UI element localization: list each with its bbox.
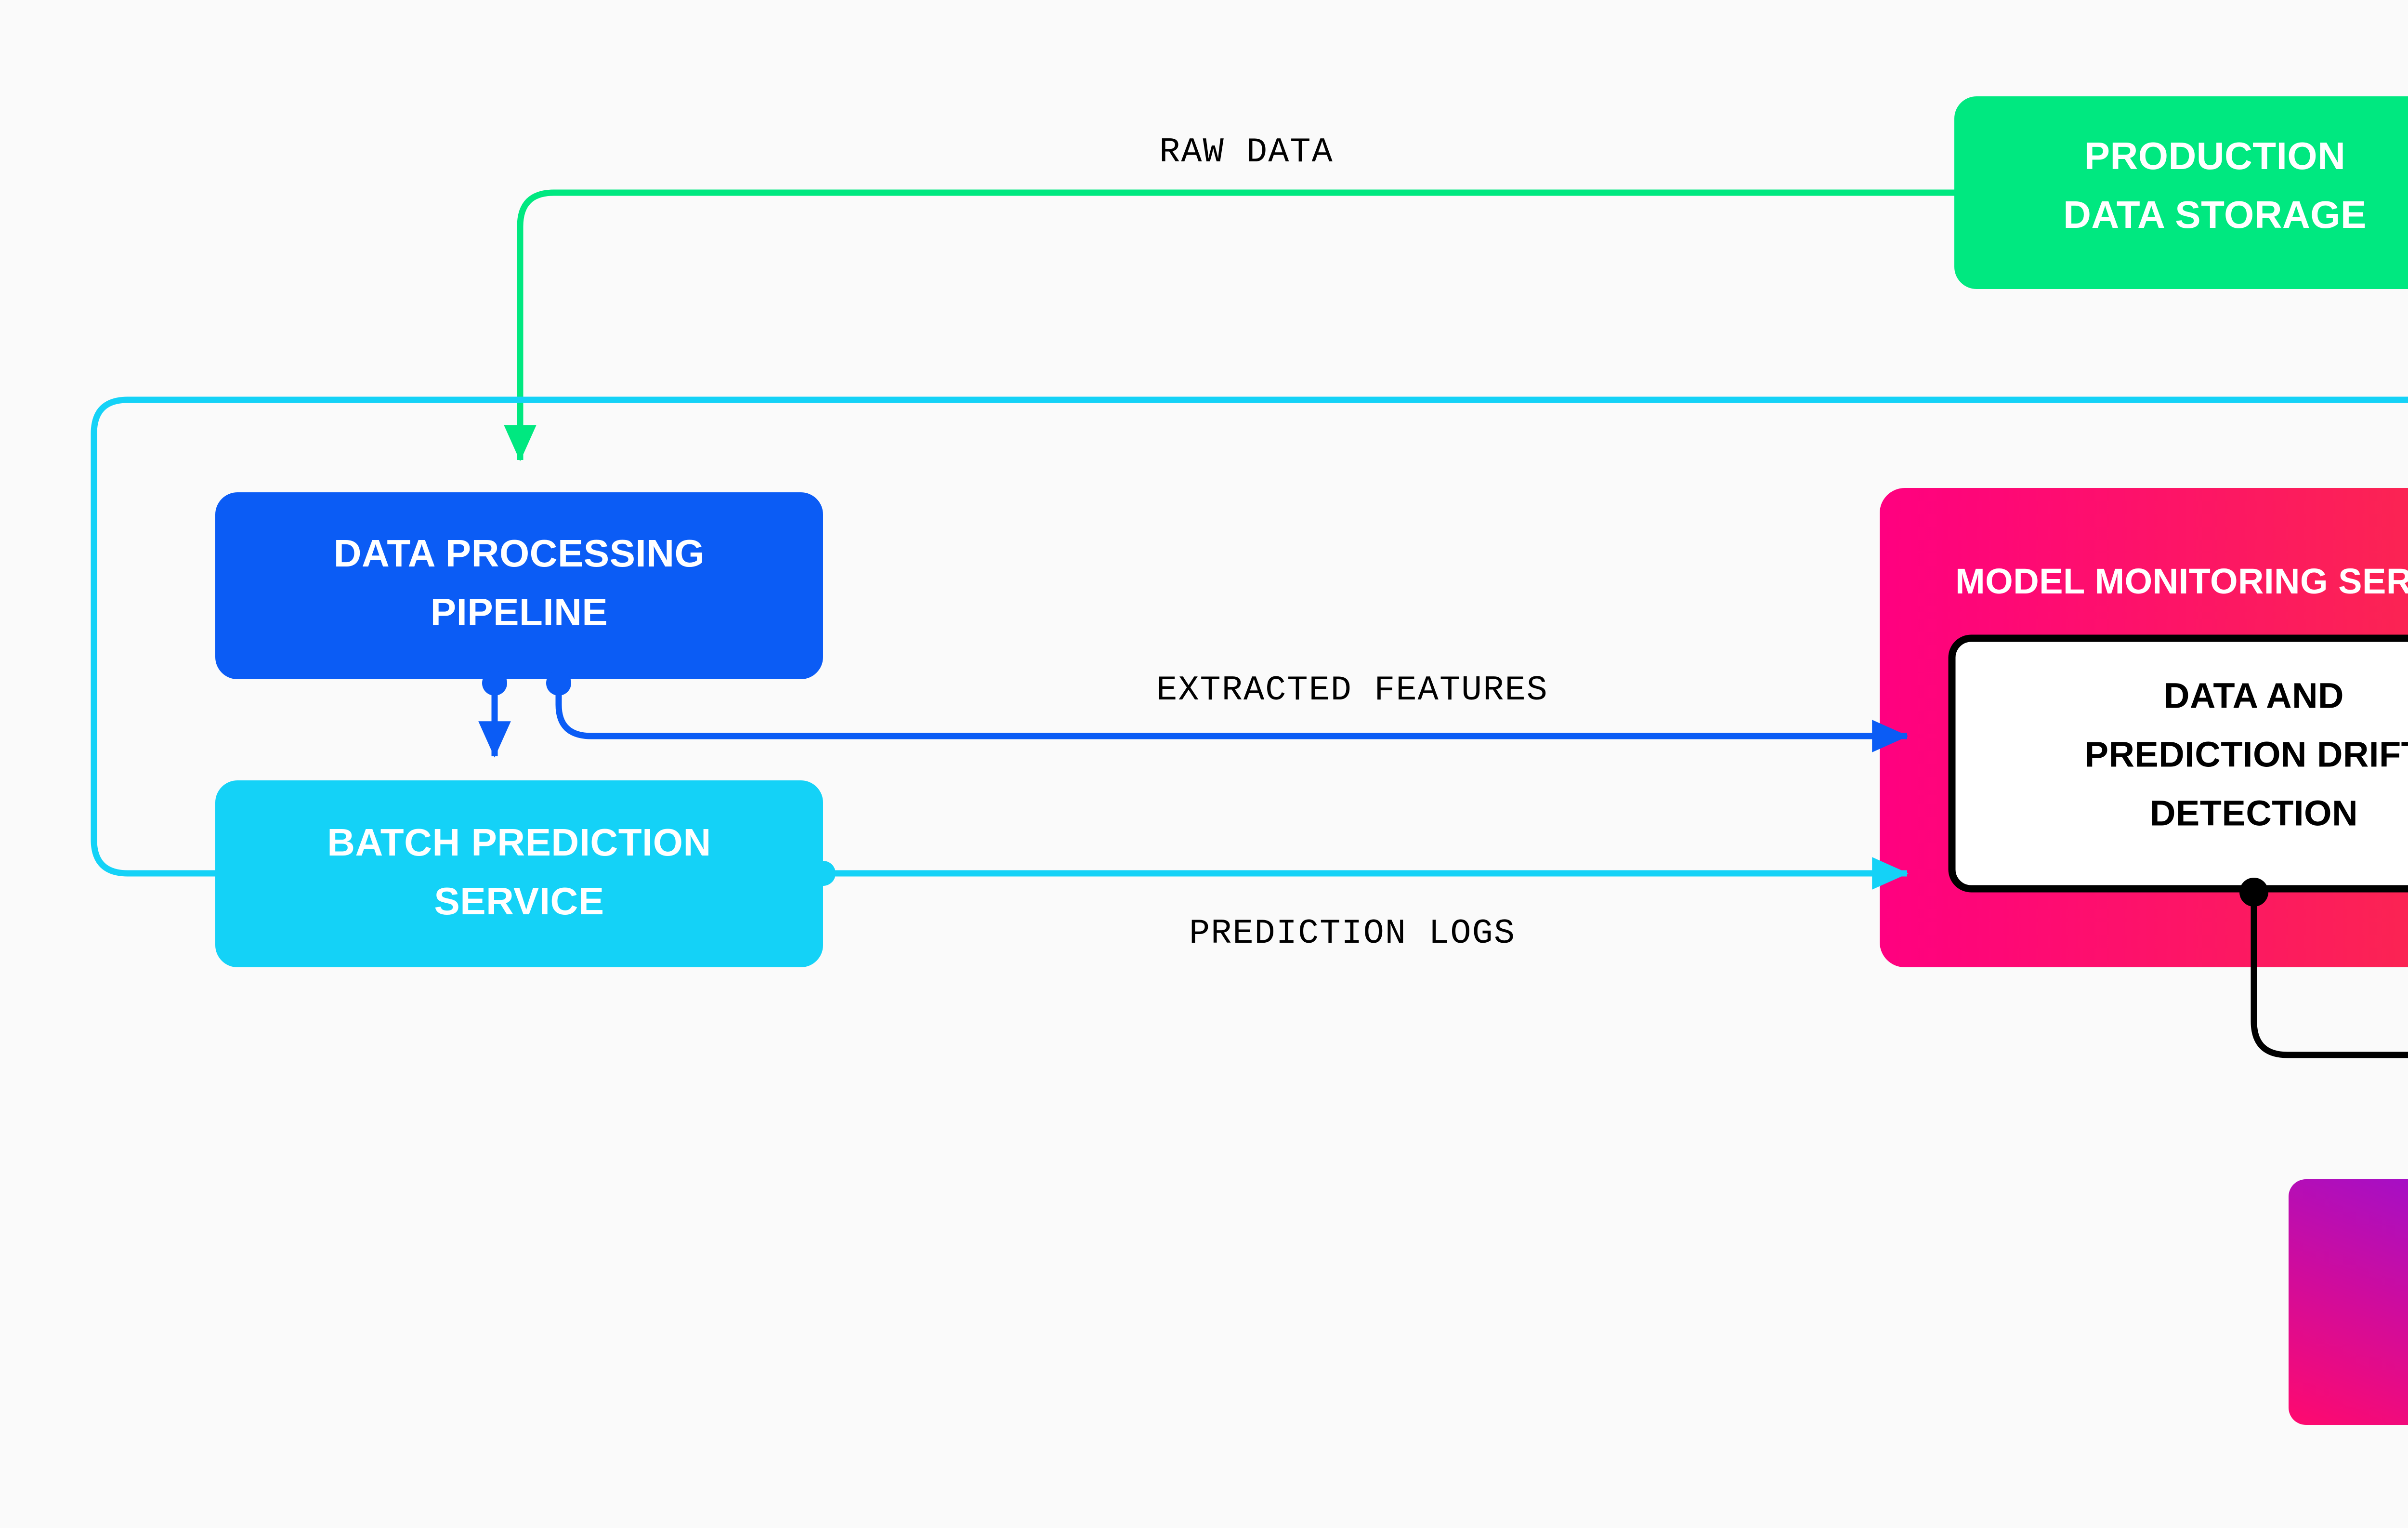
node-data-processing-pipeline[interactable]: DATA PROCESSING PIPELINE (215, 492, 823, 679)
model-monitoring-service-title: MODEL MONITORING SERVICE (1955, 561, 2408, 601)
data-processing-pipeline-line-2: PIPELINE (431, 591, 608, 633)
batch-prediction-service-line-1: BATCH PREDICTION (327, 821, 711, 864)
edge-label-extracted-features: EXTRACTED FEATURES (1156, 671, 1548, 710)
node-batch-prediction-service[interactable]: BATCH PREDICTION SERVICE (215, 780, 823, 967)
data-processing-pipeline-box[interactable] (215, 492, 823, 679)
drift-detection-line-3: DETECTION (2150, 793, 2358, 833)
edge-label-raw-data: RAW DATA (1159, 132, 1334, 172)
edge-pipeline-to-drift-detection (546, 671, 1909, 752)
edge-drift-and-backtest-to-monitoring-tools (2239, 878, 2408, 1058)
edge-batch-prediction-to-drift-detection (811, 857, 1909, 890)
node-monitoring-and-visualization-tools[interactable]: MONITORING AND VISUALIZATION TOOLS (2289, 1179, 2408, 1425)
node-data-and-prediction-drift-detection[interactable]: DATA AND PREDICTION DRIFT DETECTION (1948, 634, 2408, 893)
batch-prediction-service-line-2: SERVICE (434, 880, 604, 922)
batch-prediction-service-box[interactable] (215, 780, 823, 967)
edge-raw-data-to-pipeline (504, 189, 1954, 461)
production-data-storage-line-1: PRODUCTION (2084, 134, 2346, 177)
production-data-storage-line-2: DATA STORAGE (2063, 193, 2367, 236)
drift-detection-line-2: PREDICTION DRIFT (2085, 735, 2408, 775)
drift-detection-line-1: DATA AND (2164, 676, 2344, 716)
edge-pipeline-to-batch-prediction (478, 671, 511, 758)
monitoring-visualization-tools-box[interactable] (2289, 1179, 2408, 1425)
edge-label-prediction-logs: PREDICTION LOGS (1189, 914, 1516, 953)
production-data-storage-box[interactable] (1954, 96, 2408, 289)
node-production-data-storage[interactable]: PRODUCTION DATA STORAGE (1954, 96, 2408, 289)
data-processing-pipeline-line-1: DATA PROCESSING (334, 532, 705, 575)
edge-batch-prediction-to-backtest (91, 396, 2408, 877)
